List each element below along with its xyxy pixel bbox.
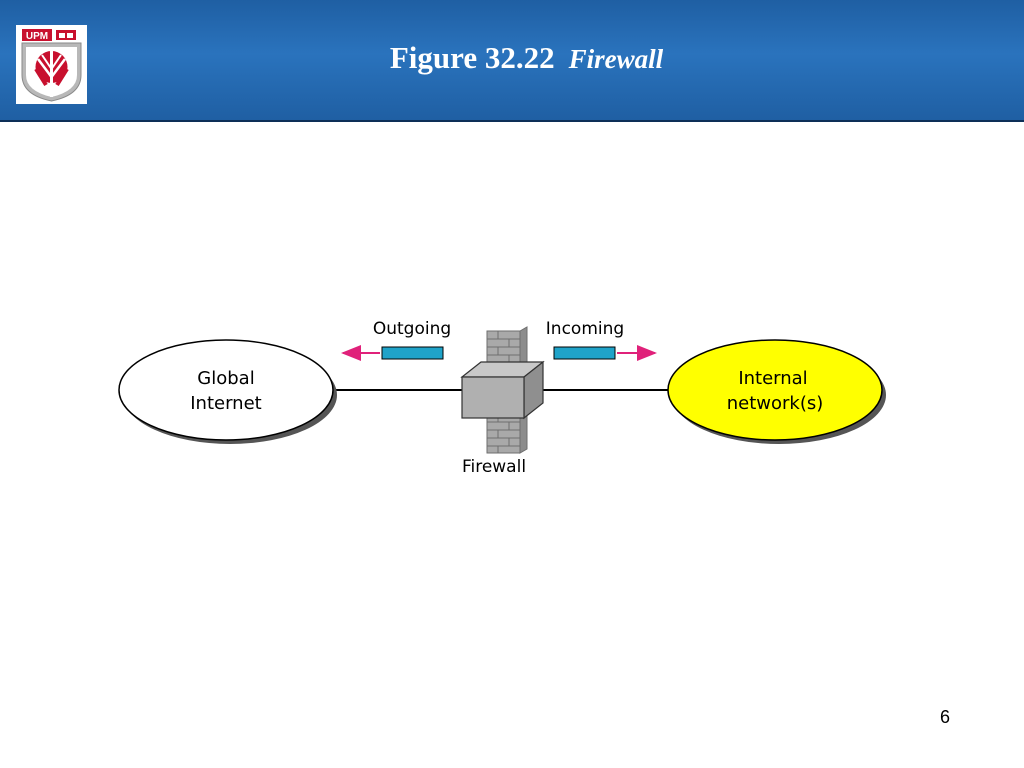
internal-network-ellipse [667, 339, 883, 441]
slide-title: Figure 32.22 Firewall [0, 40, 1024, 76]
global-internet-ellipse [118, 339, 334, 441]
firewall-box [460, 360, 545, 420]
figure-name: Firewall [568, 44, 664, 74]
firewall-icon: Firewall [460, 326, 545, 477]
incoming-flow: Incoming [546, 319, 657, 361]
global-internet-node: Global Internet [118, 339, 337, 444]
global-internet-label-line1: Global [197, 368, 254, 389]
firewall-label: Firewall [462, 457, 526, 477]
internal-network-label-line1: Internal [738, 368, 807, 389]
internal-network-label-line2: network(s) [727, 393, 824, 414]
global-internet-label-line2: Internet [190, 393, 261, 414]
outgoing-packet-icon [381, 346, 444, 360]
brick-wall-bottom [486, 409, 528, 454]
upm-logo: UPM [16, 25, 87, 104]
figure-number: Figure 32.22 [389, 40, 555, 75]
internal-network-node: Internal network(s) [667, 339, 886, 444]
page-number: 6 [940, 707, 951, 727]
incoming-label: Incoming [546, 319, 624, 339]
outgoing-label: Outgoing [373, 319, 451, 339]
slide-header: UPM Figure 32.22 Firewall [0, 0, 1024, 122]
outgoing-flow: Outgoing [341, 319, 451, 361]
logo-text: UPM [26, 31, 48, 42]
incoming-packet-icon [553, 346, 616, 360]
upm-university-logo-icon: UPM [16, 25, 87, 104]
